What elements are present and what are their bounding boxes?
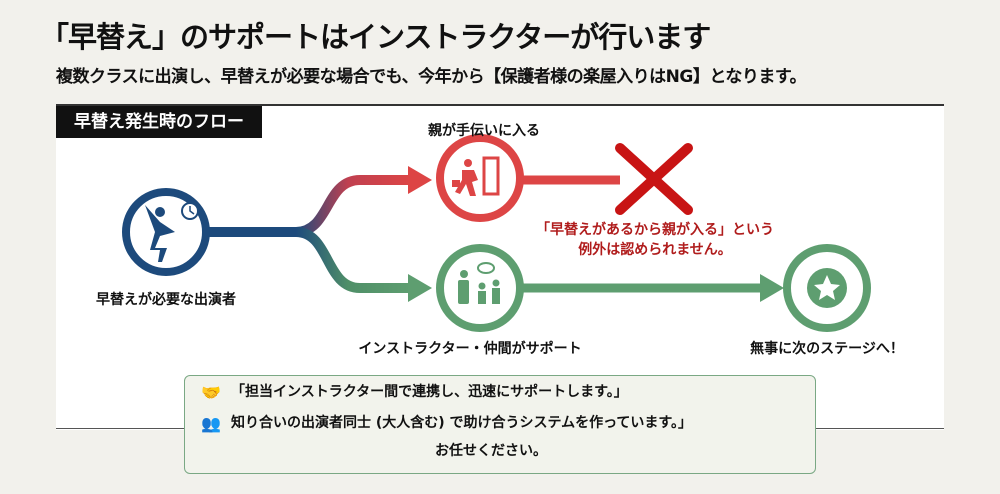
page-title: 「早替え」のサポートはインストラクターが行います [40, 20, 711, 54]
support-path-label: インストラクター・仲間がサポート [358, 341, 582, 357]
parent-path-label: 親が手伝いに入る [428, 123, 540, 139]
performer-label: 早替えが必要な出演者 [96, 292, 236, 308]
note-box: 🤝 「担当インストラクター間で連携し、迅速にサポートします。」 👥 知り合いの出… [184, 375, 816, 474]
arrow-to-parent [295, 175, 412, 237]
parent-entering-icon [436, 134, 524, 222]
page-subtitle: 複数クラスに出演し、早替えが必要な場合でも、今年から【保護者様の楽屋入りはNG】… [56, 67, 807, 87]
note-line2: 知り合いの出演者同士 (大人含む) で助け合うシステムを作っています。」 [231, 415, 693, 431]
arrowhead-icon [408, 274, 432, 302]
flow-label: 早替え発生時のフロー [56, 106, 262, 138]
note-line1: 「担当インストラクター間で連携し、迅速にサポートします。」 [231, 384, 628, 400]
arrowhead-icon [760, 274, 784, 302]
no-entry-x-icon [615, 143, 693, 215]
arrowhead-icon [408, 166, 432, 194]
arrow-to-support [295, 227, 412, 293]
note-line3: お任せください。 [435, 443, 547, 459]
handshake-icon: 🤝 [201, 383, 221, 402]
star-icon [783, 244, 871, 332]
ng-warning-line1: 「早替えがあるから親が入る」という [536, 222, 774, 238]
dancer-icon [122, 188, 210, 276]
people-group-icon: 👥 [201, 414, 221, 433]
instructor-children-icon [436, 244, 524, 332]
ng-warning-line2: 例外は認められません。 [578, 242, 732, 258]
ng-warning: 「早替えがあるから親が入る」という 例外は認められません。 [536, 220, 774, 260]
result-label: 無事に次のステージへ！ [750, 341, 904, 357]
